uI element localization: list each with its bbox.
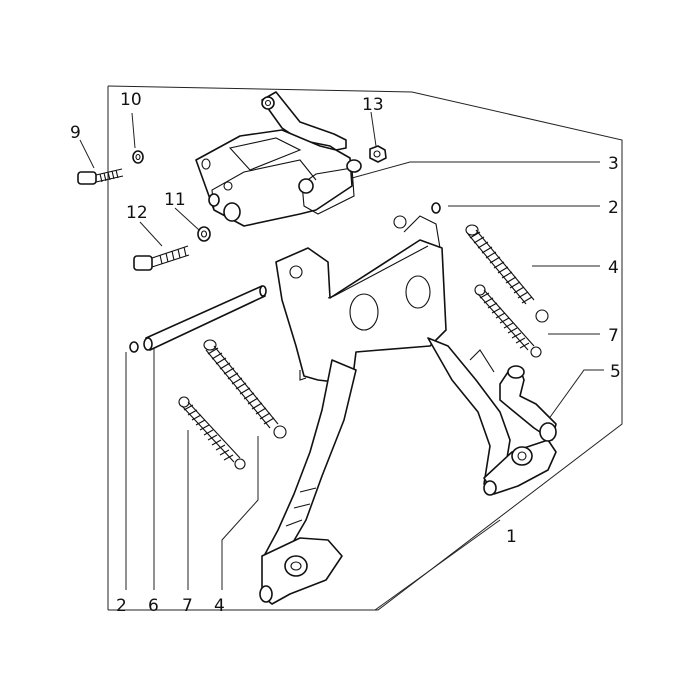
callout-labels: 1 2 2 3 4 4 5 6 7 7 9 10 11 12 13 [70, 90, 621, 616]
pin-part-6 [143, 285, 267, 351]
callout-6: 6 [148, 596, 159, 616]
bracket-part-3 [195, 91, 362, 227]
callout-2-left: 2 [116, 596, 127, 616]
washer-part-10 [132, 150, 144, 164]
callout-12: 12 [126, 203, 148, 223]
callout-11: 11 [164, 190, 186, 210]
callout-5: 5 [610, 362, 621, 382]
spring-part-7-left [178, 396, 246, 470]
callout-10: 10 [120, 90, 142, 110]
callout-9: 9 [70, 123, 81, 143]
callout-13: 13 [362, 95, 384, 115]
center-stand-part-1 [259, 215, 557, 605]
spring-part-7-right [474, 284, 542, 358]
callout-7-right: 7 [608, 326, 619, 346]
spring-part-4-left [203, 339, 287, 439]
callout-4-left: 4 [214, 596, 225, 616]
callout-7-left: 7 [182, 596, 193, 616]
callout-3: 3 [608, 154, 619, 174]
callout-1: 1 [506, 527, 517, 547]
callout-4-right: 4 [608, 258, 619, 278]
bolt-part-12 [133, 245, 190, 271]
lever-part-5 [499, 365, 557, 442]
spring-part-4-right [465, 224, 549, 323]
callout-2-right: 2 [608, 198, 619, 218]
nut-part-13 [369, 145, 387, 163]
leader-lines [79, 111, 604, 590]
clip-part-2-right [431, 202, 441, 214]
bolt-part-9 [77, 168, 124, 185]
clip-part-2-left [129, 341, 139, 353]
washer-part-11 [197, 226, 211, 242]
